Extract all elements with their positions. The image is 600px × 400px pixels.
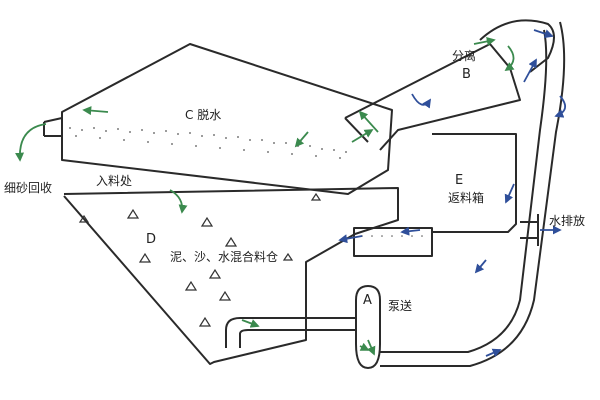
separator-outlet	[344, 117, 369, 143]
bin-label: 泥、沙、水混合料仓	[170, 250, 279, 264]
pump-letter: A	[363, 293, 372, 308]
green-flow-arrows	[15, 36, 515, 356]
separate-label: 分离	[452, 49, 477, 63]
drain-label: 水排放	[549, 214, 586, 228]
screen-perforations	[69, 127, 423, 237]
return-box	[432, 133, 517, 233]
suction-pipe	[225, 317, 356, 348]
feed-label: 入料处	[96, 174, 133, 188]
dewater-label: C 脱水	[185, 108, 222, 122]
screen-outlet	[43, 117, 63, 137]
mixing-bin	[63, 187, 399, 365]
pump-body	[355, 285, 381, 369]
drain-pipe	[520, 214, 539, 246]
return-box-label: 返料箱	[448, 191, 485, 205]
bin-letter: D	[146, 232, 157, 247]
return-inlet	[353, 227, 433, 257]
separator-cyclone	[344, 43, 521, 151]
discharge-pipe	[380, 29, 548, 353]
fine-sand-label: 细砂回收	[4, 181, 53, 195]
separator-feed-pipe	[479, 19, 555, 73]
sand-particles	[78, 192, 322, 327]
dewatering-screen	[61, 43, 393, 195]
blue-flow-arrows	[338, 29, 566, 357]
return-box-letter: E	[455, 173, 464, 188]
separator-letter: B	[462, 67, 471, 82]
pump-label: 泵送	[388, 299, 413, 313]
